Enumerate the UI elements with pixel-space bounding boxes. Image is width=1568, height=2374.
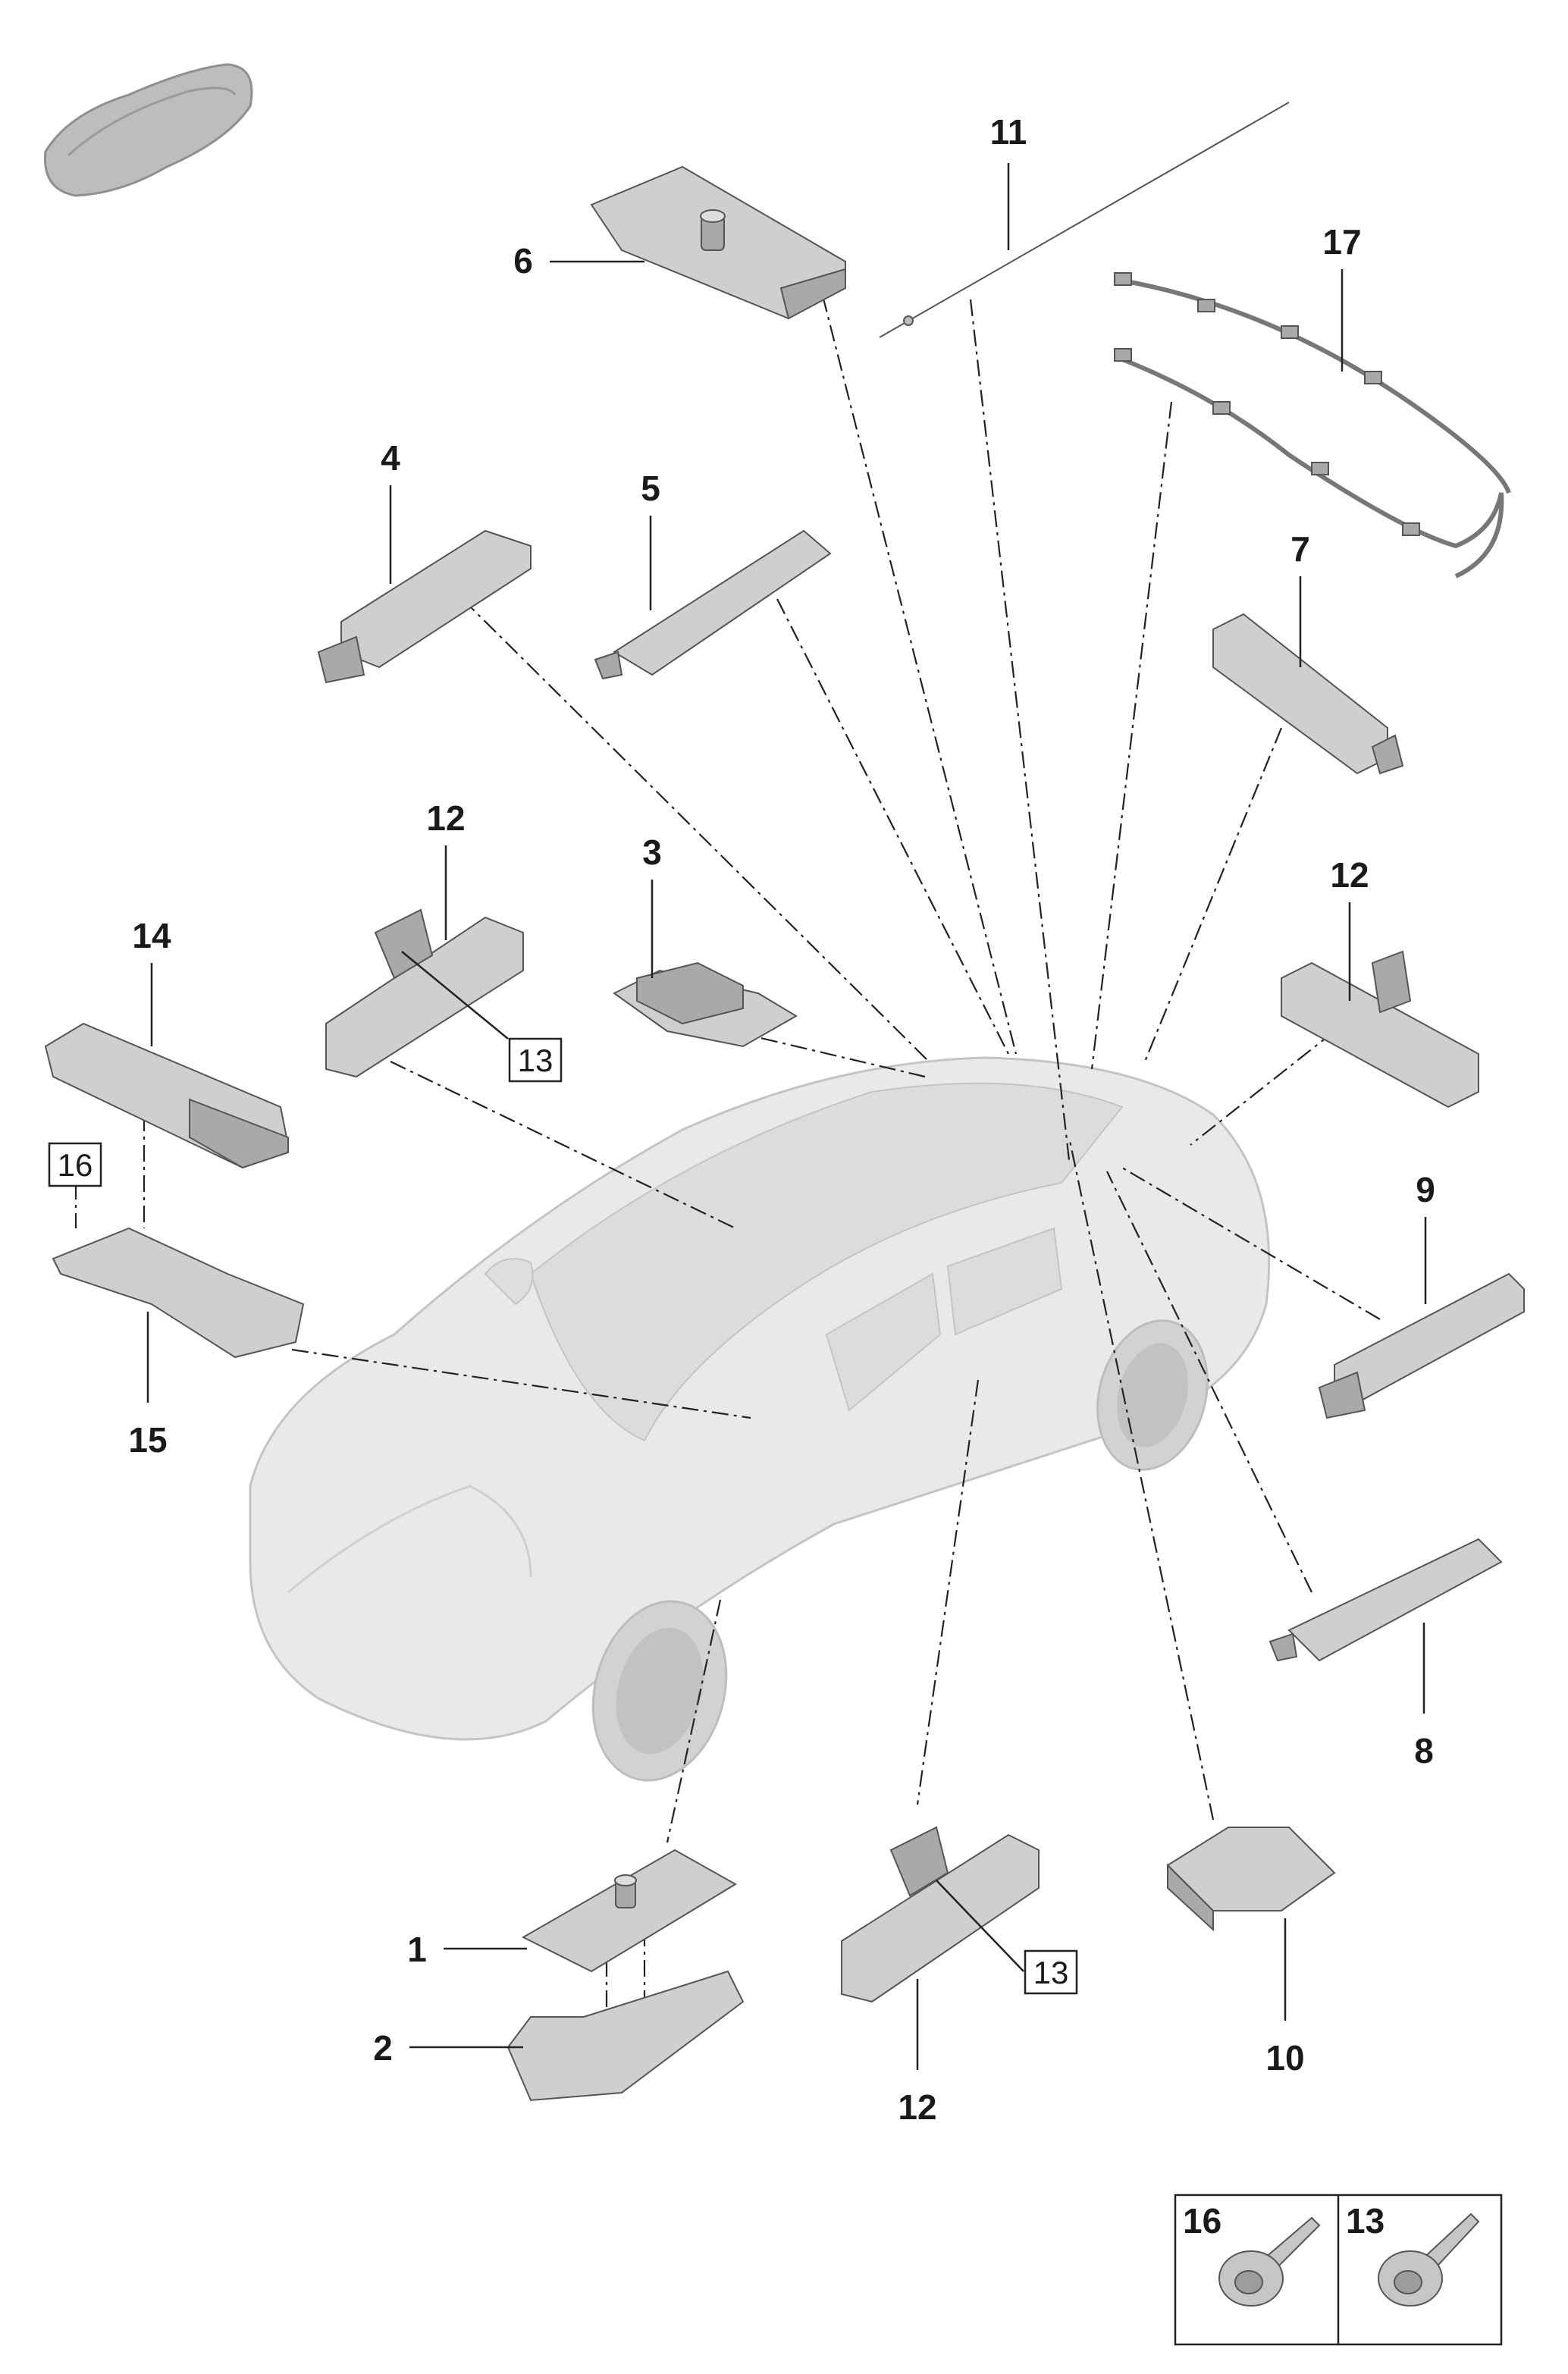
callout-6: 6 (513, 241, 533, 281)
part-6-antenna-plate (590, 165, 846, 320)
part-15-bracket (52, 1227, 305, 1359)
callout-9: 9 (1416, 1170, 1435, 1209)
callout-labels: 6 11 17 4 5 7 12 3 12 14 9 15 8 10 12 1 … (128, 112, 1435, 2127)
part-1-antenna-plate (521, 1849, 737, 1973)
flange-screw-icon (1218, 2216, 1321, 2307)
callout-1: 1 (407, 1930, 427, 1969)
callout-8: 8 (1414, 1731, 1434, 1770)
boxed-callout-13-upper: 13 (518, 1043, 554, 1078)
part-12-antenna-unit-left (325, 908, 524, 1078)
callout-12-bottom: 12 (898, 2087, 936, 2127)
part-3-sensor (613, 961, 798, 1048)
part-5-antenna-module (594, 529, 832, 680)
vehicle-thumbnail-icon (44, 63, 253, 197)
part-7-control-unit (1212, 613, 1404, 775)
callout-14: 14 (132, 916, 171, 955)
callout-12-upper-left: 12 (426, 798, 465, 838)
part-9-antenna-amplifier (1318, 1272, 1525, 1419)
callout-7: 7 (1290, 529, 1310, 569)
legend-label-13: 13 (1346, 2201, 1385, 2241)
part-2-bracket (506, 1970, 745, 2102)
callout-17: 17 (1322, 222, 1361, 262)
part-12-antenna-unit-bottom (841, 1826, 1040, 2003)
callout-11: 11 (990, 112, 1027, 152)
part-14-control-unit (44, 1022, 290, 1169)
callout-leaders (146, 163, 1427, 2070)
legend-label-16: 16 (1183, 2201, 1221, 2241)
part-17-wiring-harness (1113, 272, 1511, 579)
leader-lines (74, 295, 1381, 2055)
part-12-antenna-unit-right (1281, 950, 1479, 1109)
callout-3: 3 (642, 833, 662, 872)
part-10-control-unit (1166, 1827, 1336, 1932)
boxed-callout-13-lower: 13 (1033, 1955, 1069, 1990)
flange-screw-icon (1378, 2212, 1480, 2307)
boxed-callout-16: 16 (58, 1147, 93, 1183)
part-8-antenna-module (1269, 1538, 1503, 1662)
callout-4: 4 (381, 438, 400, 478)
callout-5: 5 (641, 469, 660, 508)
fastener-legend: 16 13 (1174, 2194, 1503, 2346)
callout-10: 10 (1265, 2038, 1304, 2078)
vehicle-illustration (249, 1056, 1271, 1782)
part-11-antenna-cable (879, 102, 1290, 338)
callout-12-right: 12 (1330, 855, 1369, 895)
boxed-callouts: 13 13 16 (48, 1037, 1078, 1995)
part-4-antenna-amplifier (317, 529, 532, 684)
callout-15: 15 (128, 1420, 167, 1460)
callout-2: 2 (373, 2028, 393, 2068)
